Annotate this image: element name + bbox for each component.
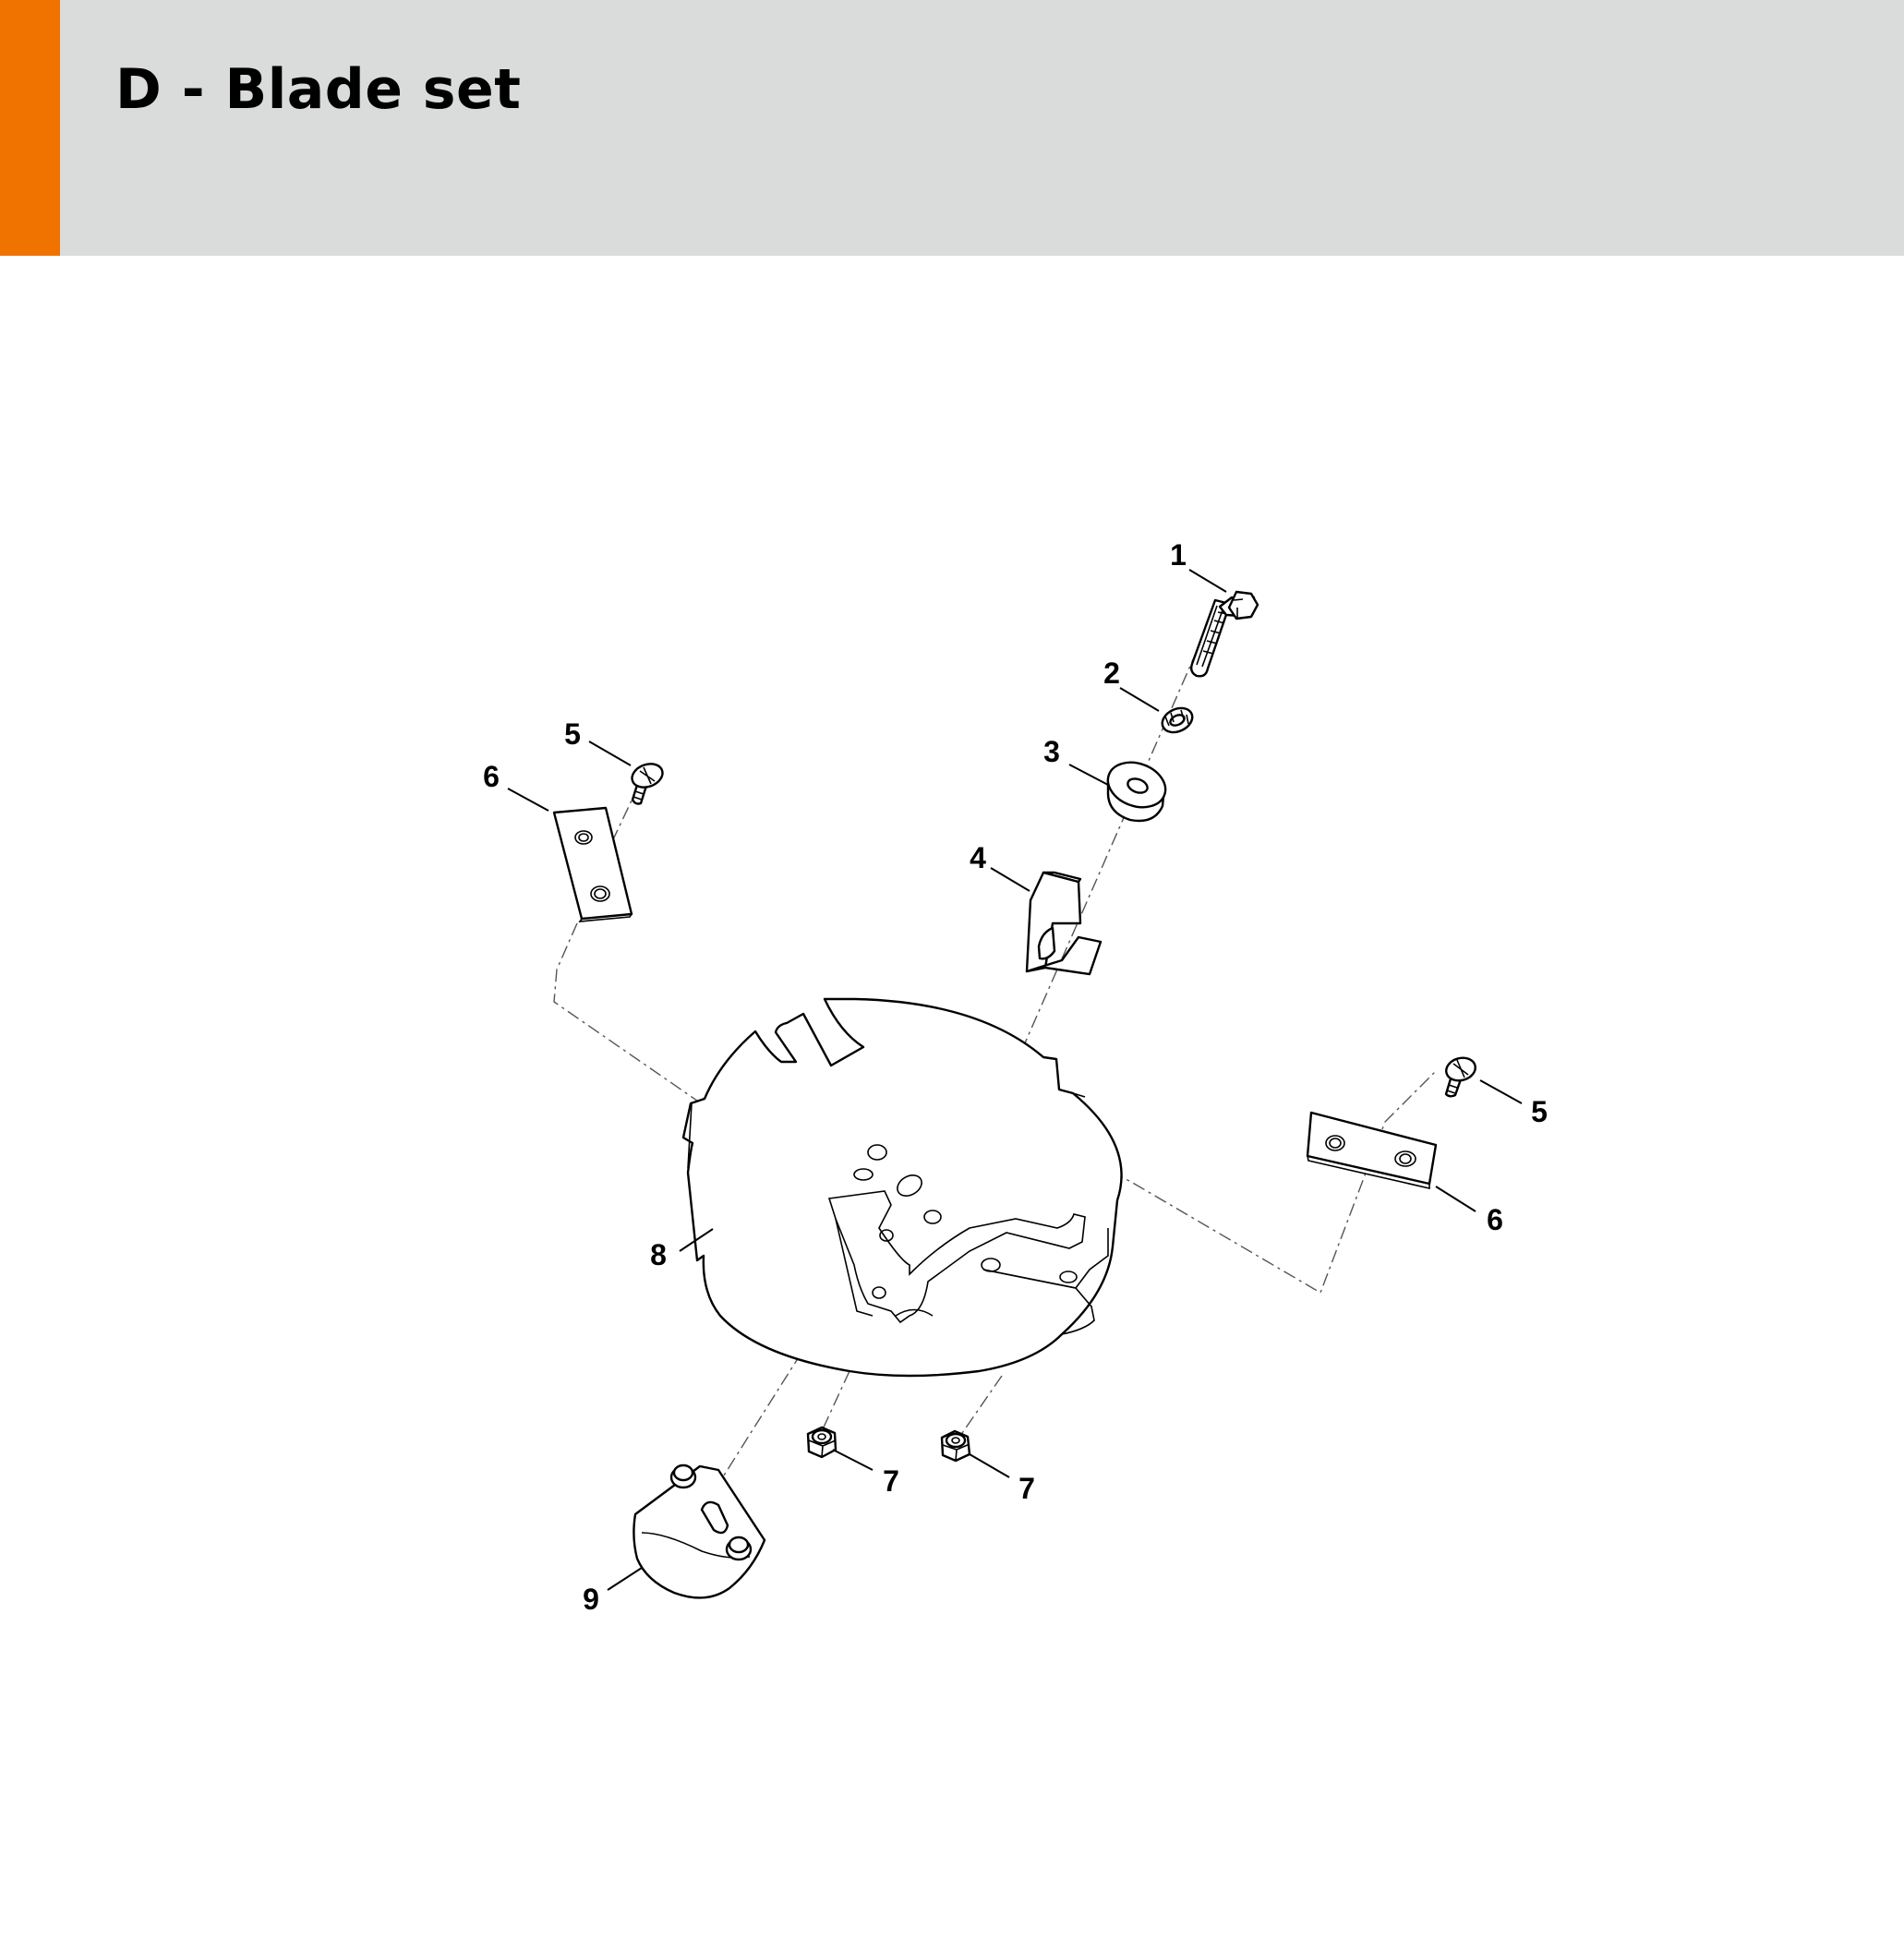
- callout-1: 1: [1170, 538, 1187, 572]
- page-header: D - Blade set: [0, 0, 1904, 256]
- header-accent-bar: [0, 0, 60, 256]
- leader-6-right: [1435, 1186, 1476, 1212]
- callout-labels: 1 2 3 4 5 6 5 6 7 7 8 9: [483, 538, 1548, 1616]
- leader-8: [679, 1228, 714, 1252]
- lock-nut-part-b: [940, 1429, 971, 1463]
- callout-7-b: 7: [1018, 1472, 1035, 1505]
- leader-2: [1119, 687, 1160, 712]
- lock-nut-part-a: [806, 1426, 838, 1459]
- blade-disc-part: [681, 997, 1123, 1378]
- callout-6-left: 6: [483, 760, 500, 793]
- page-title: D - Blade set: [115, 57, 522, 122]
- callout-3: 3: [1043, 735, 1060, 768]
- callout-5-right: 5: [1531, 1095, 1548, 1128]
- leader-7-b: [969, 1453, 1010, 1478]
- callout-9: 9: [583, 1583, 599, 1616]
- assembly-line-nut-b: [959, 1375, 1003, 1437]
- blade-plate-part-left: [552, 806, 633, 922]
- callout-2: 2: [1103, 656, 1120, 690]
- callout-5-left: 5: [564, 717, 581, 751]
- spacer-part: [1106, 761, 1167, 823]
- lock-washer-part: [1161, 706, 1194, 734]
- leader-6-left: [507, 788, 549, 812]
- leader-5-left: [588, 741, 632, 766]
- leader-1: [1188, 569, 1227, 593]
- callout-4: 4: [970, 841, 986, 874]
- assembly-line-nut-a: [821, 1370, 850, 1432]
- blade-plate-part-right: [1306, 1111, 1438, 1190]
- blade-adapter-bracket-part: [1025, 871, 1103, 976]
- callout-6-right: 6: [1487, 1203, 1503, 1236]
- leader-5-right: [1479, 1079, 1523, 1104]
- screw-part-right: [1444, 1056, 1476, 1098]
- leader-9: [607, 1567, 643, 1591]
- leader-7-a: [832, 1449, 874, 1471]
- leader-3: [1068, 764, 1109, 786]
- callout-7-a: 7: [883, 1464, 899, 1498]
- screw-part-left: [631, 763, 664, 805]
- leader-lines: [507, 569, 1523, 1591]
- assembly-line-cover: [710, 1352, 802, 1497]
- leader-4: [990, 867, 1030, 892]
- callout-8: 8: [650, 1238, 667, 1271]
- hub-cover-part: [633, 1463, 766, 1599]
- hex-bolt-part: [1189, 590, 1259, 678]
